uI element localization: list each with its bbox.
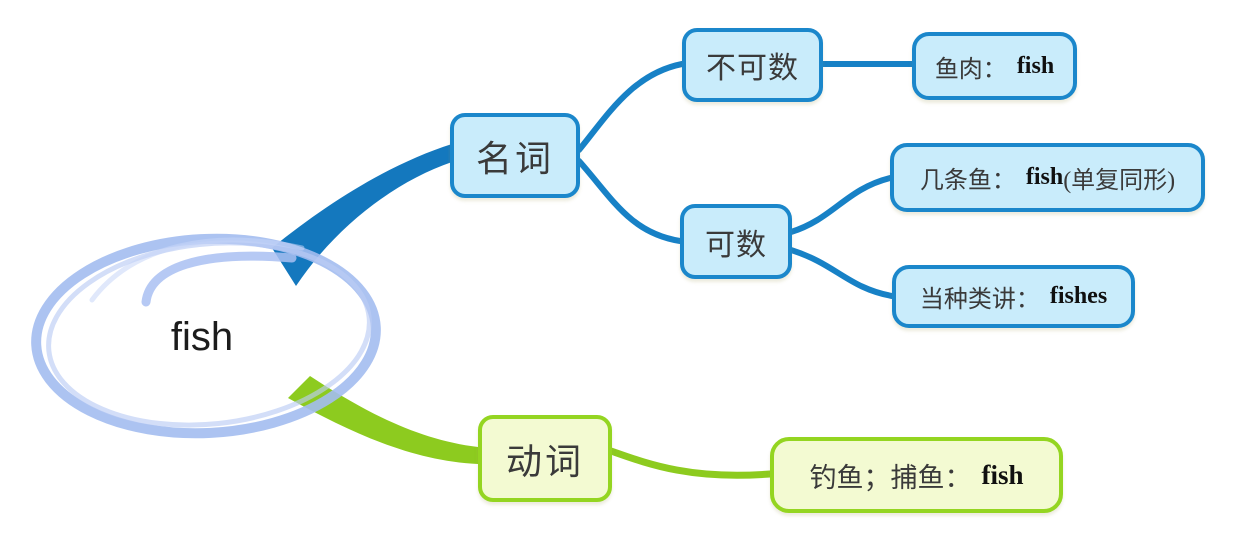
node-uncountable[interactable]: 不可数 bbox=[682, 28, 823, 102]
uncountable-item-term: fish bbox=[1016, 52, 1055, 79]
connector-verb-item bbox=[607, 447, 774, 479]
root-ellipse-curl bbox=[141, 251, 297, 307]
node-uncountable-item[interactable]: 鱼肉： fish bbox=[912, 32, 1077, 100]
node-countable-item1[interactable]: 几条鱼： fish(单复同形) bbox=[890, 143, 1205, 212]
node-noun[interactable]: 名词 bbox=[450, 113, 580, 198]
connector-countable-item1 bbox=[788, 175, 893, 235]
node-countable[interactable]: 可数 bbox=[680, 204, 792, 279]
countable-item2-term: fishes bbox=[1049, 283, 1108, 309]
verb-item-prefix: 钓鱼；捕鱼： bbox=[809, 462, 972, 493]
branch-noun bbox=[272, 144, 452, 286]
countable-item1-suffix: (单复同形) bbox=[1063, 168, 1176, 194]
node-verb[interactable]: 动词 bbox=[478, 415, 612, 502]
root-ellipse-sketch-arc bbox=[89, 237, 305, 303]
root-ellipse bbox=[31, 233, 381, 439]
verb-item-term: fish bbox=[981, 459, 1024, 490]
connector-noun-countable bbox=[576, 158, 683, 244]
branch-verb bbox=[288, 376, 478, 464]
countable-item2-prefix: 当种类讲： bbox=[919, 287, 1040, 313]
node-verb-item[interactable]: 钓鱼；捕鱼： fish bbox=[770, 437, 1063, 513]
connector-countable-item2 bbox=[788, 247, 895, 299]
connector-noun-uncountable bbox=[576, 61, 685, 153]
root-topic[interactable]: fish bbox=[170, 314, 234, 359]
uncountable-item-prefix: 鱼肉： bbox=[934, 56, 1007, 83]
node-countable-item2[interactable]: 当种类讲： fishes bbox=[892, 265, 1135, 328]
countable-item1-term: fish bbox=[1025, 164, 1064, 190]
countable-item1-prefix: 几条鱼： bbox=[919, 168, 1016, 194]
